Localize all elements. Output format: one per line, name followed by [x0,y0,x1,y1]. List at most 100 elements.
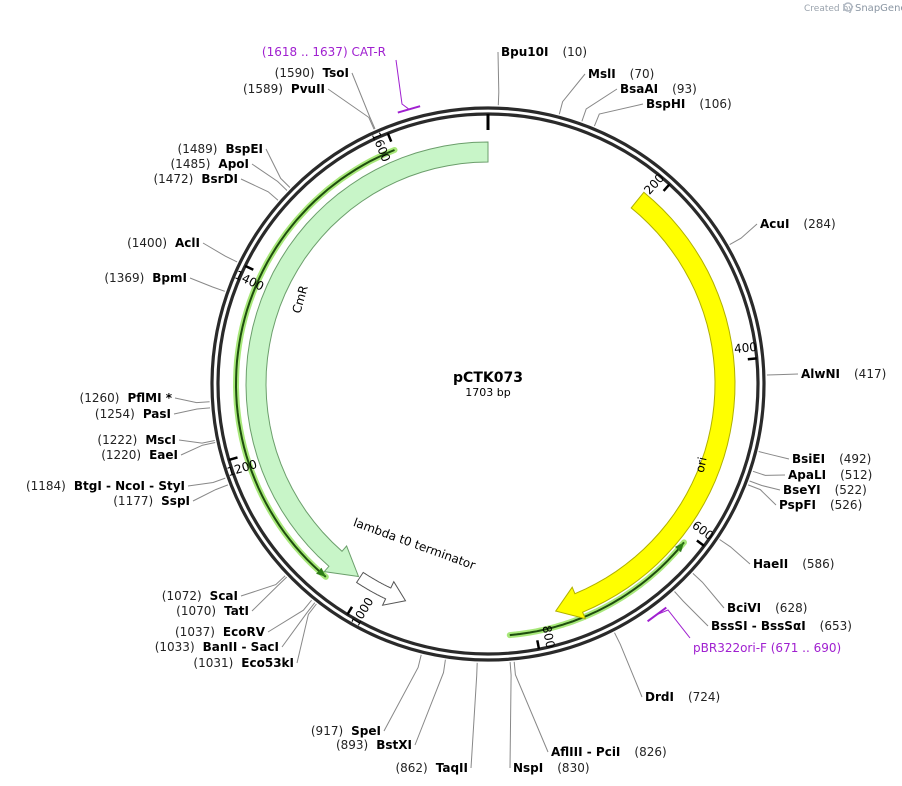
site-AflIII[interactable]: AflIII - PciI(826) [513,661,667,759]
site-leader [187,477,226,487]
site-EaeI[interactable]: (1220)EaeI [101,442,216,463]
site-BciVI[interactable]: BciVI(628) [692,573,808,615]
site-name: BsrDI [201,172,238,186]
site-position: (284) [803,217,835,231]
site-leader [509,662,512,769]
site-name: AlwNI [801,367,840,381]
site-leader [173,407,211,415]
site-EcoRV[interactable]: (1037)EcoRV [175,599,312,639]
site-ApoI[interactable]: (1485)ApoI [171,157,288,191]
site-BtgI[interactable]: (1184)BtgI - NcoI - StyI [26,477,226,493]
site-position: (1184) [26,479,66,493]
site-TaqII[interactable]: (862) TaqII [395,662,478,775]
site-leader [265,148,291,188]
site-name: ApoI [218,157,249,171]
site-leader [593,103,644,127]
site-position: (628) [775,601,807,615]
site-BpmI[interactable]: (1369)BpmI [104,271,225,292]
site-NspI[interactable]: NspI(830) [509,662,590,775]
tick-label-1000: 1000 [349,595,377,628]
site-position: (862) [395,761,427,775]
site-name: BsiEI [792,452,825,466]
ori-label: ori [693,456,710,474]
orf-1-arc [234,149,395,578]
site-BstXI[interactable]: (893)BstXI [336,659,446,752]
site-name: BpmI [152,271,187,285]
site-leader [729,223,758,246]
site-position: (93) [672,82,697,96]
site-label: (1033) BanII - SacI [155,640,279,654]
site-position: (1070) [176,604,216,618]
site-name: BseYI [783,483,821,497]
site-AlwNI[interactable]: AlwNI(417) [766,367,886,381]
site-name: TsoI [323,66,349,80]
site-name: BsaAI [620,82,658,96]
site-BanII[interactable]: (1033) BanII - SacI [155,602,316,654]
site-MscI[interactable]: (1222)MscI [97,433,215,447]
site-name: TaqII [436,761,468,775]
site-label: (1260)PflMI * [80,391,173,405]
site-label: BssSI - BssSαI(653) [711,619,852,633]
site-label: (1369)BpmI [104,271,187,285]
site-position: (1033) [155,640,195,654]
site-name: BanII - SacI [203,640,279,654]
site-BsaAI[interactable]: BsaAI (93) [581,82,697,122]
site-BsrDI[interactable]: (1472)BsrDI [153,172,279,201]
site-label: BciVI(628) [727,601,807,615]
site-BssSI[interactable]: BssSI - BssSαI(653) [674,591,852,634]
site-label: (1472)BsrDI [153,172,238,186]
site-label: AflIII - PciI(826) [551,745,667,759]
site-position: (10) [562,45,587,59]
backbone-outer-strand [210,106,766,662]
site-leader [513,661,549,753]
site-leader [192,484,229,502]
site-name: ApaLI [788,468,826,482]
site-leader [267,599,312,633]
site-MslI[interactable]: MslI(70) [558,67,654,115]
site-name: PflMI * [127,391,172,405]
site-name: PvuII [291,82,325,96]
site-PasI[interactable]: (1254)PasI [95,407,211,421]
site-ApaLI[interactable]: ApaLI(512) [752,468,872,482]
site-BspHI[interactable]: BspHI(106) [593,97,732,127]
site-name: AcuI [760,217,789,231]
site-name: PspFI [779,498,816,512]
site-TsoI[interactable]: (1590)TsoI [275,66,376,130]
orf-2-arc [509,541,685,637]
site-leader [251,163,288,191]
site-name: BssSI - BssSαI [711,619,806,633]
site-BspEI[interactable]: (1489)BspEI [178,142,291,188]
site-DrdI[interactable]: DrdI(724) [614,632,721,704]
site-AcuI[interactable]: AcuI (284) [729,217,836,246]
site-leader [202,242,238,263]
site-AclI[interactable]: (1400)AclI [127,236,238,263]
site-leader [174,397,210,404]
site-leader [383,654,422,732]
site-position: (1037) [175,625,215,639]
site-BseYI[interactable]: BseYI(522) [749,480,867,497]
plasmid-length: 1703 bp [465,386,510,399]
site-TatI[interactable]: (1070)TatI [176,576,288,618]
cmr-feature-arrow [245,141,489,578]
site-SspI[interactable]: (1177)SspI [113,484,229,508]
site-leader [470,662,478,769]
site-label: HaeII(586) [753,557,835,571]
site-HaeII[interactable]: HaeII(586) [719,539,835,572]
site-BsiEI[interactable]: BsiEI(492) [758,451,872,467]
site-label: (1037)EcoRV [175,625,266,639]
site-name: PasI [143,407,171,421]
restriction-sites: Bpu10I (10) MslI(70)BsaAI (93)BspHI(106) Acu… [26,45,886,775]
site-position: (826) [634,745,666,759]
site-name: AclI [175,236,200,250]
tick-600 [696,539,705,547]
site-Eco53kI[interactable]: (1031)Eco53kI [193,603,317,670]
site-leader [240,178,279,201]
site-name: Bpu10I [501,45,548,59]
site-ScaI[interactable]: (1072)ScaI [162,575,286,603]
site-SpeI[interactable]: (917)SpeI [311,654,422,738]
site-PspFI[interactable]: PspFI(526) [747,484,862,512]
site-Bpu10I[interactable]: Bpu10I (10) [497,45,587,106]
site-PflMI[interactable]: (1260)PflMI * [80,391,210,405]
site-label: (1589)PvuII [243,82,325,96]
site-PvuII[interactable]: (1589)PvuII [243,82,375,130]
